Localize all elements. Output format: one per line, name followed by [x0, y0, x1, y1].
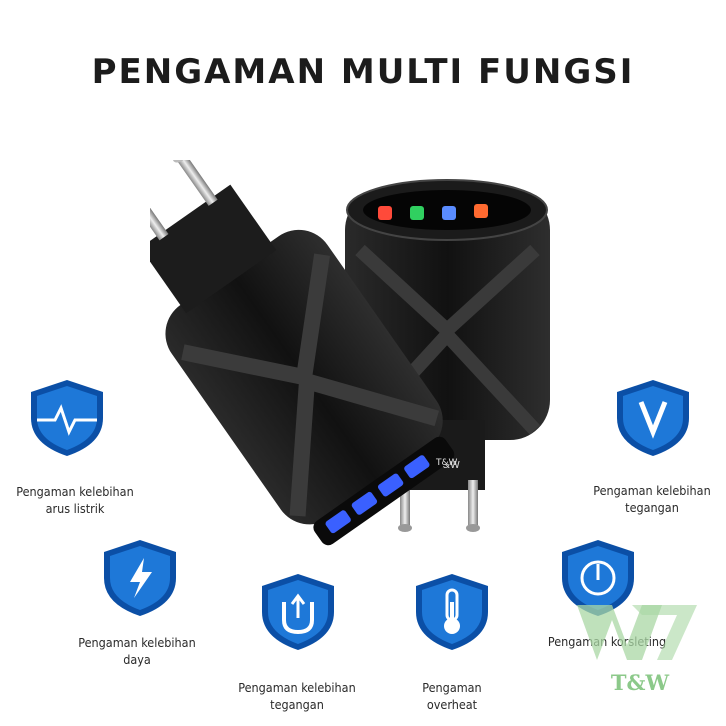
shield-power — [104, 540, 176, 616]
thermometer-icon — [444, 588, 460, 634]
caption-current: Pengaman kelebihan arus listrik — [16, 484, 134, 516]
heartbeat-icon — [37, 404, 97, 436]
charger-product-image: T&W — [150, 160, 550, 546]
caption-power: Pengaman kelebihan daya — [78, 635, 196, 667]
caption-voltage: Pengaman kelebihan tegangan — [593, 483, 711, 515]
watermark-text: T&W — [610, 670, 670, 695]
charger-front — [150, 160, 455, 546]
page-title: PENGAMAN MULTI FUNGSI — [91, 52, 635, 92]
shield-voltage-2 — [262, 574, 334, 650]
shield-overheat — [416, 574, 488, 650]
shield-short-circuit — [562, 540, 634, 616]
charger-logo-text: T&W — [436, 458, 458, 468]
power-icon — [580, 560, 616, 596]
caption-voltage-2: Pengaman kelebihan tegangan — [238, 680, 356, 712]
caption-overheat: Pengaman overheat — [422, 680, 482, 712]
letter-v-icon — [638, 401, 668, 439]
magnet-arrow-icon — [282, 593, 314, 635]
shield-current — [31, 380, 103, 456]
lightning-icon — [130, 558, 152, 598]
shield-voltage — [617, 380, 689, 456]
svg-text:T&W: T&W — [435, 460, 460, 471]
brand-watermark-logo — [577, 605, 697, 660]
